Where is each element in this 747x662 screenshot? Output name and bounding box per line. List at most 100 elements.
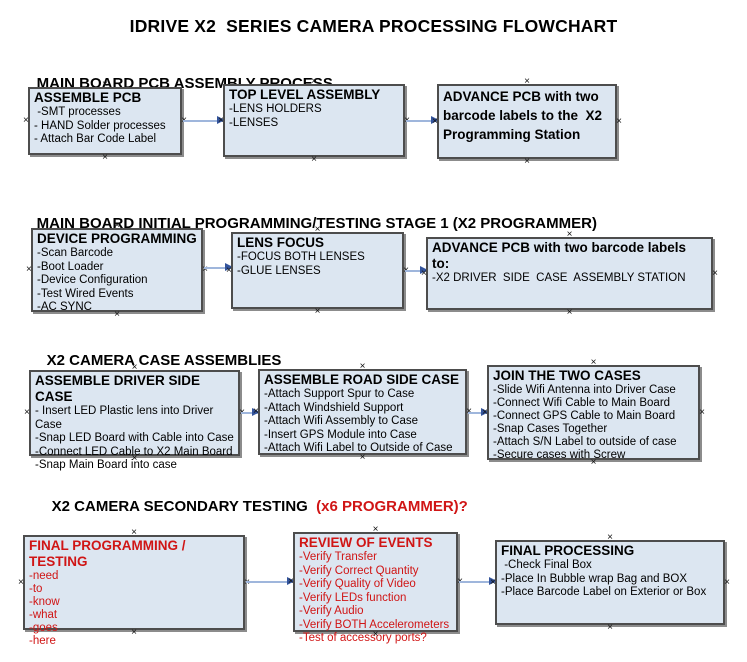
- box-title: FINAL PROCESSING: [501, 543, 635, 558]
- flow-box-advance-pcb-driver-side[interactable]: ADVANCE PCB with two barcode labels to: …: [421, 230, 718, 318]
- box-item: -Boot Loader: [37, 260, 104, 273]
- box-item: -X2 DRIVER SIDE CASE ASSEMBLY STATION: [432, 272, 686, 284]
- box-item: -Verify Audio: [299, 605, 364, 617]
- box-title: JOIN THE TWO CASES: [493, 368, 641, 383]
- box-item: -Attach Support Spur to Case: [264, 388, 415, 400]
- anchor-handle-bottom: ×: [607, 622, 613, 633]
- box-title: TOP LEVEL ASSEMBLY: [229, 87, 381, 102]
- connector-arrow-8: [459, 577, 497, 585]
- section-heading-initial-programming: MAIN BOARD INITIAL PROGRAMMING/TESTING S…: [20, 198, 597, 249]
- section-heading-secondary-testing: X2 CAMERA SECONDARY TESTING (x6 PROGRAMM…: [35, 481, 468, 532]
- box-item: -here: [29, 635, 56, 647]
- box-item: - Attach Bar Code Label: [34, 133, 157, 145]
- box-item: -Verify BOTH Accelerometers: [299, 618, 450, 631]
- box-item: -Device Configuration: [37, 274, 148, 286]
- box-item: -to: [29, 583, 43, 595]
- box-item: -Scan Barcode: [37, 247, 114, 259]
- flow-box-top-level-assembly[interactable]: TOP LEVEL ASSEMBLY -LENS HOLDERS -LENSES…: [218, 77, 410, 165]
- box-title: DEVICE PROGRAMMING: [37, 231, 197, 246]
- box-item: -Check Final Box: [501, 559, 592, 571]
- box-item: -Snap Cases Together: [493, 423, 608, 435]
- box-item: -FOCUS BOTH LENSES: [237, 251, 365, 263]
- connector-arrow-5: [241, 408, 260, 416]
- box-item: - HAND Solder processes: [34, 119, 166, 132]
- box-item: -Connect Wifi Cable to Main Board: [493, 397, 671, 409]
- anchor-handle-top: ×: [590, 357, 597, 368]
- anchor-handle-right: ×: [712, 267, 718, 279]
- box-title: ADVANCE PCB with two barcode labels to t…: [443, 89, 606, 142]
- section-heading-text: X2 CAMERA SECONDARY TESTING: [51, 498, 317, 515]
- box-item: -know: [29, 596, 60, 608]
- box-item: -Connect GPS Cable to Main Board: [493, 410, 676, 422]
- anchor-handle-left: ×: [23, 115, 29, 126]
- anchor-handle-left: ×: [26, 264, 32, 275]
- page-title: IDRIVE X2 SERIES CAMERA PROCESSING FLOWC…: [129, 16, 618, 36]
- box-item: -Slide Wifi Antenna into Driver Case: [493, 384, 676, 396]
- flow-box-review-of-events[interactable]: REVIEW OF EVENTS -Verify Transfer -Verif…: [288, 525, 463, 645]
- flow-box-final-processing[interactable]: FINAL PROCESSING -Check Final Box -Place…: [490, 533, 730, 633]
- box-item: -Verify Transfer: [299, 551, 377, 563]
- anchor-handle-bottom: ×: [311, 154, 317, 165]
- box-item: -Attach Wifi Assembly to Case: [264, 415, 419, 427]
- connector-arrow-2: [406, 116, 439, 124]
- box-item: -Verify LEDs function: [299, 591, 407, 604]
- connector-arrow-4: [405, 266, 428, 274]
- box-item: -Place In Bubble wrap Bag and BOX: [501, 572, 688, 585]
- box-item: -Attach Wifi Label to Outside of Case: [264, 442, 453, 454]
- box-item: -Test of accessory ports?: [299, 632, 427, 644]
- box-item: -Test Wired Events: [37, 287, 134, 300]
- anchor-handle-right: ×: [616, 115, 622, 127]
- anchor-handle-left: ×: [18, 576, 24, 588]
- box-item: -Place Barcode Label on Exterior or Box: [501, 586, 707, 598]
- box-title: FINAL PROGRAMMING / TESTING: [29, 538, 190, 569]
- box-title: ADVANCE PCB with two barcode labels to:: [432, 240, 690, 271]
- connector-arrow-3: [204, 263, 233, 271]
- box-title: LENS FOCUS: [237, 235, 325, 250]
- box-item: -SMT processes: [34, 106, 121, 118]
- connector-arrow-6: [468, 408, 489, 416]
- box-item: -Insert GPS Module into Case: [264, 428, 417, 441]
- flow-box-lens-focus[interactable]: LENS FOCUS -FOCUS BOTH LENSES -GLUE LENS…: [226, 225, 409, 317]
- anchor-handle-bottom: ×: [102, 152, 108, 163]
- flow-box-device-programming[interactable]: DEVICE PROGRAMMING -Scan Barcode -Boot L…: [26, 221, 208, 320]
- connector-arrow-1: [183, 116, 225, 124]
- flow-box-advance-pcb-programming-station[interactable]: ADVANCE PCB with two barcode labels to t…: [432, 77, 622, 167]
- anchor-handle-top: ×: [607, 532, 613, 543]
- flow-box-final-programming-testing[interactable]: FINAL PROGRAMMING / TESTING -need -to -k…: [18, 528, 250, 648]
- flow-box-join-the-two-cases[interactable]: JOIN THE TWO CASES -Slide Wifi Antenna i…: [482, 358, 705, 468]
- box-item: - Insert LED Plastic lens into Driver Ca…: [35, 405, 217, 431]
- anchor-handle-bottom: ×: [566, 307, 573, 318]
- box-title: ASSEMBLE DRIVER SIDE CASE: [35, 373, 204, 404]
- box-item: -Attach Windshield Support: [264, 401, 404, 414]
- box-item: -Connect LED Cable to X2 Main Board: [35, 445, 233, 458]
- flow-box-assemble-driver-side-case[interactable]: ASSEMBLE DRIVER SIDE CASE - Insert LED P…: [24, 363, 245, 472]
- anchor-handle-right: ×: [699, 406, 705, 418]
- flow-box-assemble-road-side-case[interactable]: ASSEMBLE ROAD SIDE CASE -Attach Support …: [253, 362, 472, 463]
- connector-arrow-7: [246, 577, 295, 585]
- box-item: -Verify Quality of Video: [299, 578, 416, 590]
- anchor-handle-left: ×: [24, 407, 30, 418]
- section-heading-case-assemblies: X2 CAMERA CASE ASSEMBLIES: [30, 335, 282, 386]
- anchor-handle-right: ×: [724, 576, 730, 588]
- box-item: -AC SYNC: [37, 301, 92, 313]
- box-item: -Snap Main Board into case: [35, 459, 177, 471]
- box-title: REVIEW OF EVENTS: [299, 535, 433, 550]
- box-item: -LENSES: [229, 116, 279, 129]
- box-item: -Attach S/N Label to outside of case: [493, 436, 677, 448]
- box-item: -Snap LED Board with Cable into Case: [35, 432, 234, 444]
- box-item: -LENS HOLDERS: [229, 103, 322, 115]
- anchor-handle-bottom: ×: [359, 452, 366, 463]
- box-item: -GLUE LENSES: [237, 264, 321, 277]
- anchor-handle-bottom: ×: [524, 156, 530, 167]
- anchor-handle-top: ×: [359, 361, 366, 372]
- flow-box-assemble-pcb[interactable]: ASSEMBLE PCB -SMT processes - HAND Solde…: [23, 80, 187, 163]
- box-title: ASSEMBLE PCB: [34, 90, 142, 105]
- box-item: -goes: [29, 622, 58, 634]
- section-heading-text: X2 CAMERA CASE ASSEMBLIES: [46, 352, 282, 369]
- section-heading-text: MAIN BOARD INITIAL PROGRAMMING/TESTING S…: [36, 215, 597, 232]
- box-item: -Secure cases with Screw: [493, 449, 626, 461]
- box-title: ASSEMBLE ROAD SIDE CASE: [264, 372, 460, 387]
- anchor-handle-top: ×: [524, 76, 530, 87]
- anchor-handle-bottom: ×: [314, 306, 321, 317]
